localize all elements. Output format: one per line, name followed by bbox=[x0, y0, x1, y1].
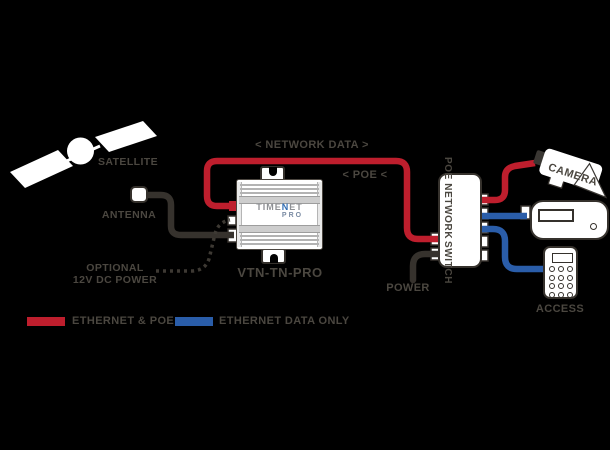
poe-network-switch: POE NETWORK SWITCH bbox=[438, 157, 482, 284]
timenet-fin bbox=[240, 184, 319, 186]
timenet-model-label: VTN-TN-PRO bbox=[237, 265, 323, 280]
keypad-key bbox=[567, 266, 573, 272]
timenet-endcap-left bbox=[237, 182, 242, 247]
keypad-key bbox=[567, 274, 573, 281]
timenet-fin bbox=[240, 239, 319, 241]
switch-label-line2: SWITCH bbox=[442, 240, 453, 284]
timenet-mount-hole-bottom bbox=[270, 254, 278, 263]
keypad-key bbox=[549, 266, 555, 272]
legend-label-ethernet-data: ETHERNET DATA ONLY bbox=[219, 315, 350, 327]
power-label: POWER bbox=[386, 282, 430, 294]
optional-dc-power-cable-dotted bbox=[156, 218, 231, 273]
timenet-fin bbox=[240, 192, 319, 194]
logo-n: N bbox=[281, 202, 290, 212]
satellite-body bbox=[67, 137, 94, 165]
access-label: ACCESS bbox=[535, 303, 585, 315]
timenet-mount-tab-bottom bbox=[261, 248, 286, 264]
antenna-label: ANTENNA bbox=[101, 209, 157, 221]
poe-flow-label: < POE < bbox=[342, 169, 388, 181]
timenet-fin bbox=[240, 188, 319, 190]
keypad-key bbox=[558, 266, 564, 272]
timenet-dc-port bbox=[227, 215, 237, 226]
antenna-cable bbox=[147, 191, 234, 239]
camera-visor bbox=[573, 162, 608, 199]
keypad-key bbox=[549, 291, 555, 298]
timenet-logo: TIMENET PRO bbox=[237, 203, 322, 220]
network-data-flow-label: < NETWORK DATA > bbox=[255, 139, 369, 151]
switch-label-line1: POE NETWORK bbox=[442, 157, 453, 240]
timenet-fin bbox=[240, 243, 319, 245]
keypad-key bbox=[558, 283, 564, 289]
satellite-icon bbox=[10, 121, 157, 188]
optional-power-line1: OPTIONAL bbox=[86, 262, 144, 274]
power-cable bbox=[409, 250, 444, 284]
cable-blue-switch-to-access bbox=[480, 225, 544, 273]
legend-swatch-ethernet-data bbox=[175, 317, 213, 326]
keypad-key bbox=[549, 274, 555, 281]
legend-swatch-ethernet-poe bbox=[27, 317, 65, 326]
camera-device: CAMERA bbox=[533, 148, 608, 199]
keypad-key bbox=[549, 283, 555, 289]
cable-red-timenet-to-switch bbox=[203, 157, 440, 243]
keypad-key bbox=[567, 291, 573, 298]
cable-red-switch-to-camera bbox=[480, 159, 536, 204]
optional-power-line2: 12V DC POWER bbox=[72, 274, 158, 286]
satellite-panel-left bbox=[10, 150, 73, 188]
recorder-device bbox=[530, 200, 609, 240]
keypad-buttons bbox=[549, 266, 573, 298]
recorder-led bbox=[590, 223, 597, 230]
logo-et: ET bbox=[289, 202, 303, 212]
timenet-fin bbox=[240, 235, 319, 237]
keypad-key bbox=[558, 291, 564, 298]
satellite-panel-right bbox=[95, 121, 157, 152]
logo-pro: PRO bbox=[281, 212, 304, 219]
satellite-label: SATELLITE bbox=[98, 156, 158, 168]
antenna-icon bbox=[130, 186, 148, 203]
keypad-key bbox=[567, 283, 573, 289]
timenet-endcap-right bbox=[317, 182, 322, 247]
legend-label-ethernet-poe: ETHERNET & POE bbox=[72, 315, 175, 327]
keypad-key bbox=[558, 274, 564, 281]
logo-time: TIME bbox=[256, 202, 282, 212]
keypad-screen bbox=[552, 253, 573, 263]
optional-power-label: OPTIONAL 12V DC POWER bbox=[55, 262, 175, 286]
timenet-device: TIMENET PRO bbox=[236, 179, 323, 250]
switch-label: POE NETWORK SWITCH bbox=[442, 157, 478, 283]
timenet-mount-hole-top bbox=[269, 167, 277, 176]
recorder-slot bbox=[538, 209, 574, 222]
timenet-fin-band bbox=[239, 196, 320, 204]
access-keypad bbox=[543, 246, 578, 299]
timenet-fin-band bbox=[239, 225, 320, 233]
